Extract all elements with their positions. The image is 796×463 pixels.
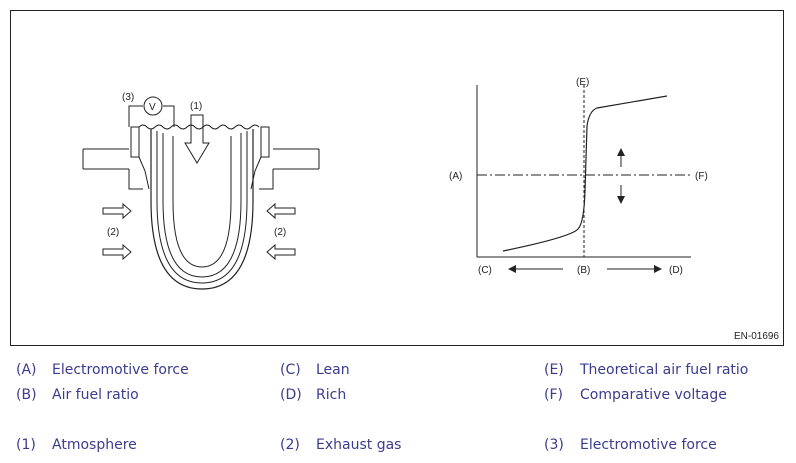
pipe-right-wall: [259, 169, 274, 190]
legend-item: (1) Atmosphere: [16, 437, 137, 453]
label-3: (3): [122, 92, 134, 103]
atmosphere-arrow-icon: [184, 114, 210, 164]
diagram-canvas: (3) V (1) (2) (2) (E) (A) (F) (C) (B) (D…: [82, 77, 708, 290]
legend-code: (E): [544, 362, 564, 378]
voltmeter-label: V: [149, 102, 156, 113]
wire-left: [128, 105, 143, 127]
label-c: (C): [478, 265, 492, 276]
sensor-outer: [150, 129, 254, 290]
label-1: (1): [190, 101, 202, 112]
legend-code: (2): [280, 437, 300, 453]
exhaust-arrow-left-top-icon: [102, 202, 132, 220]
legend-code: (F): [544, 387, 563, 403]
exhaust-arrow-right-top-icon: [266, 202, 296, 220]
legend-item: (F) Comparative voltage: [544, 387, 727, 403]
legend-text: Electromotive force: [52, 362, 189, 378]
oxygen-sensor-drawing: [82, 96, 320, 290]
pipe-left-wall: [128, 169, 143, 190]
label-d: (D): [669, 265, 683, 276]
legend-item: (3) Electromotive force: [544, 437, 717, 453]
label-e: (E): [576, 77, 589, 88]
label-2-left: (2): [107, 227, 119, 238]
label-2-right: (2): [274, 227, 286, 238]
legend-code: (C): [280, 362, 301, 378]
legend-text: Theoretical air fuel ratio: [580, 362, 749, 378]
legend-text: Lean: [316, 362, 350, 378]
sensor-inner: [162, 133, 242, 278]
flange-right: [260, 126, 270, 158]
legend-item: (D) Rich: [280, 387, 346, 403]
pipe-left-upper: [82, 148, 129, 170]
legend-text: Comparative voltage: [580, 387, 727, 403]
legend-text: Atmosphere: [52, 437, 137, 453]
sensor-mid: [156, 131, 248, 284]
legend-item: (C) Lean: [280, 362, 350, 378]
label-a: (A): [449, 171, 462, 182]
legend-item: (E) Theoretical air fuel ratio: [544, 362, 748, 378]
legend-text: Electromotive force: [580, 437, 717, 453]
legend-text: Exhaust gas: [316, 437, 402, 453]
diagram-frame: (3) V (1) (2) (2) (E) (A) (F) (C) (B) (D…: [10, 10, 784, 346]
exhaust-arrow-left-bottom-icon: [102, 243, 132, 261]
legend-text: Rich: [316, 387, 347, 403]
legend-item: (2) Exhaust gas: [280, 437, 401, 453]
legend-item: (A) Electromotive force: [16, 362, 189, 378]
legend-text: Air fuel ratio: [52, 387, 139, 403]
legend-code: (3): [544, 437, 564, 453]
flange-left: [130, 126, 140, 158]
voltmeter-icon: [143, 96, 163, 116]
legend-code: (B): [16, 387, 37, 403]
sensor-core: [172, 136, 232, 268]
pipe-right-upper: [273, 148, 320, 170]
label-f: (F): [695, 171, 708, 182]
legend-code: (D): [280, 387, 302, 403]
legend-code: (1): [16, 437, 36, 453]
figure-id: EN-01696: [733, 331, 779, 342]
wire-right: [163, 105, 175, 127]
characteristic-graph: [476, 85, 691, 273]
legend-item: (B) Air fuel ratio: [16, 387, 139, 403]
exhaust-arrow-right-bottom-icon: [266, 243, 296, 261]
label-b: (B): [577, 265, 590, 276]
output-curve: [502, 95, 668, 252]
legend-code: (A): [16, 362, 37, 378]
wavy-top: [138, 124, 260, 130]
